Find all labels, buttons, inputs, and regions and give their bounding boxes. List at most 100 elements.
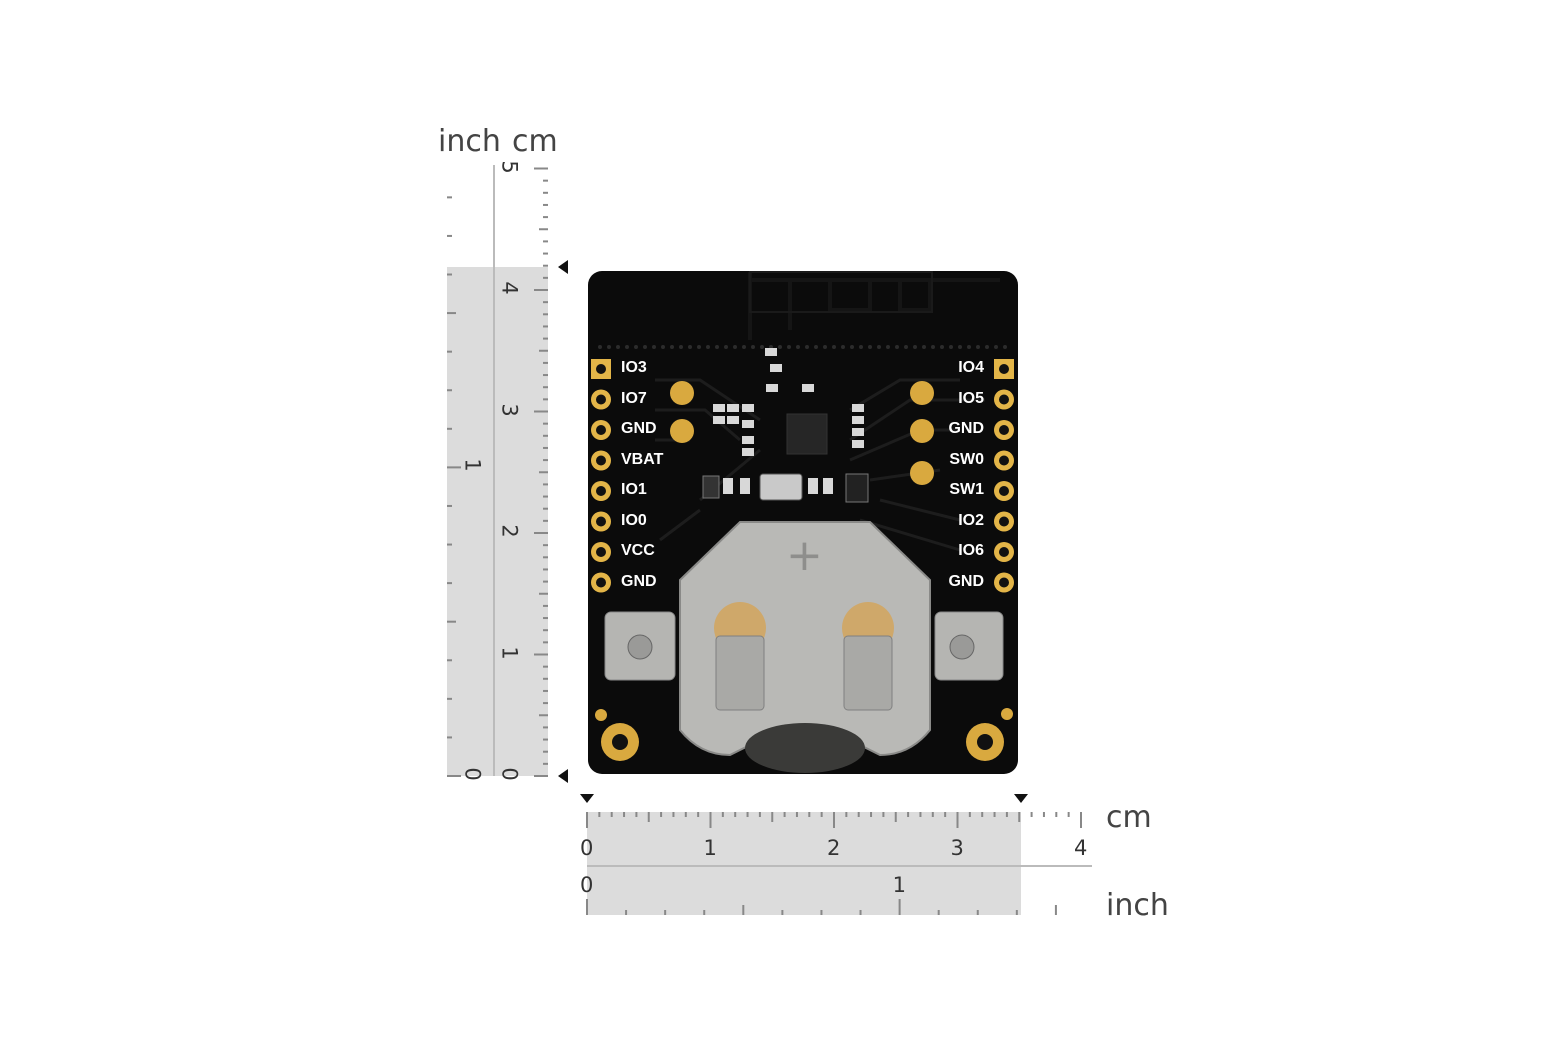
via — [994, 345, 998, 349]
left-pin-label: IO3 — [621, 359, 647, 376]
via — [724, 345, 728, 349]
via — [904, 345, 908, 349]
vertical-ruler-inch-label: inch — [438, 124, 501, 159]
via — [652, 345, 656, 349]
via — [742, 345, 746, 349]
via — [616, 345, 620, 349]
right-pin-label: IO4 — [958, 359, 984, 376]
right-pin-label: SW0 — [949, 450, 984, 468]
left-pin-label: VCC — [621, 542, 655, 559]
right-header-pins — [994, 359, 1014, 593]
via — [598, 345, 602, 349]
horizontal-ruler-ticks — [586, 812, 1082, 915]
via — [679, 345, 683, 349]
right-pin-label: GND — [948, 572, 984, 590]
battery-plus-mark: + — [786, 530, 823, 581]
horizontal-cm-number: 2 — [827, 836, 841, 860]
top-marker-icon — [558, 260, 568, 274]
crystal-oscillator — [759, 473, 803, 501]
pin-hole — [999, 425, 1009, 435]
via — [931, 345, 935, 349]
via — [886, 345, 890, 349]
via — [715, 345, 719, 349]
via — [976, 345, 980, 349]
pin-hole — [596, 394, 606, 405]
via — [958, 345, 962, 349]
vertical-ruler-ticks — [447, 167, 548, 777]
pcb-board — [588, 271, 1018, 774]
right-pin-label: SW1 — [949, 481, 984, 498]
via — [877, 345, 881, 349]
left-pin-label: IO1 — [621, 481, 647, 498]
horizontal-cm-number: 3 — [950, 836, 964, 860]
via — [922, 345, 926, 349]
via — [850, 345, 854, 349]
vertical-cm-number: 3 — [497, 402, 522, 417]
horizontal-inch-number: 1 — [892, 873, 906, 897]
pin-hole — [999, 394, 1009, 405]
transistor-right — [845, 473, 869, 503]
via — [841, 345, 845, 349]
pin-hole — [999, 547, 1009, 557]
vertical-ruler-shade — [447, 267, 548, 776]
vertical-cm-number: 2 — [497, 524, 522, 538]
left-pin-label: VBAT — [621, 450, 664, 468]
via — [805, 345, 809, 349]
via — [670, 345, 674, 349]
vertical-cm-number: 5 — [497, 159, 522, 174]
left-pin-label: GND — [621, 572, 657, 590]
pin-hole — [596, 455, 606, 466]
via — [814, 345, 818, 349]
left-pin-label: GND — [621, 420, 657, 437]
via — [985, 345, 989, 349]
via — [859, 345, 863, 349]
via — [913, 345, 917, 349]
horizontal-cm-number: 4 — [1074, 836, 1088, 860]
pin-hole — [596, 486, 606, 496]
pin-hole — [999, 577, 1009, 588]
bottom-marker-icon — [558, 769, 568, 783]
vertical-inch-number: 1 — [460, 458, 485, 473]
via — [949, 345, 953, 349]
via — [697, 345, 701, 349]
left-marker-icon — [580, 794, 594, 803]
pin-hole — [999, 364, 1009, 374]
via — [868, 345, 872, 349]
via — [778, 345, 782, 349]
via — [823, 345, 827, 349]
pin-hole — [596, 577, 606, 588]
coin-cell-holder — [604, 521, 1004, 773]
left-pin-label: IO0 — [621, 511, 647, 529]
horizontal-ruler-inch-label: inch — [1106, 888, 1169, 923]
via — [796, 345, 800, 349]
mcu-chip — [786, 413, 828, 455]
vertical-inch-number: 0 — [460, 767, 485, 781]
via — [733, 345, 737, 349]
via — [706, 345, 710, 349]
pin-hole — [999, 486, 1009, 496]
via — [643, 345, 647, 349]
horizontal-inch-number: 0 — [580, 873, 594, 897]
via — [895, 345, 899, 349]
via — [751, 345, 755, 349]
transistor-left — [702, 475, 720, 499]
pin-hole — [596, 516, 606, 527]
test-pads — [670, 381, 934, 485]
right-pin-label: IO6 — [958, 542, 984, 559]
via — [1003, 345, 1007, 349]
right-marker-icon — [1014, 794, 1028, 803]
via — [787, 345, 791, 349]
via — [832, 345, 836, 349]
via — [634, 345, 638, 349]
pin-hole — [999, 516, 1009, 527]
via — [760, 345, 764, 349]
vertical-cm-number: 0 — [497, 767, 522, 781]
pin-hole — [596, 425, 606, 435]
right-pin-label: IO5 — [958, 389, 984, 407]
horizontal-ruler-shade — [587, 812, 1021, 915]
pin-hole — [999, 455, 1009, 466]
horizontal-cm-number: 0 — [580, 836, 594, 860]
via — [661, 345, 665, 349]
pin-hole — [596, 547, 606, 557]
via — [940, 345, 944, 349]
